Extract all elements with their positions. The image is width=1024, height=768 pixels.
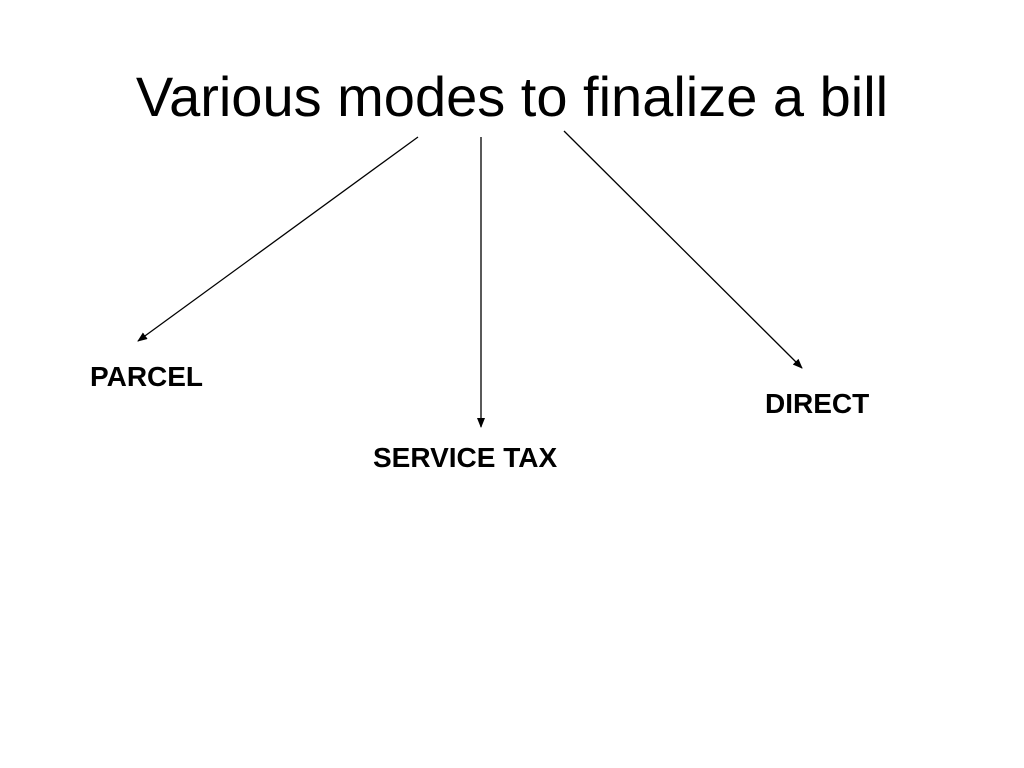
arrow-to-parcel (137, 136, 419, 342)
node-parcel: PARCEL (90, 361, 204, 392)
node-service-tax: SERVICE TAX (373, 442, 558, 473)
arrow-to-direct (563, 130, 803, 369)
slide-title: Various modes to finalize a bill (135, 65, 889, 128)
node-direct: DIRECT (765, 388, 870, 419)
